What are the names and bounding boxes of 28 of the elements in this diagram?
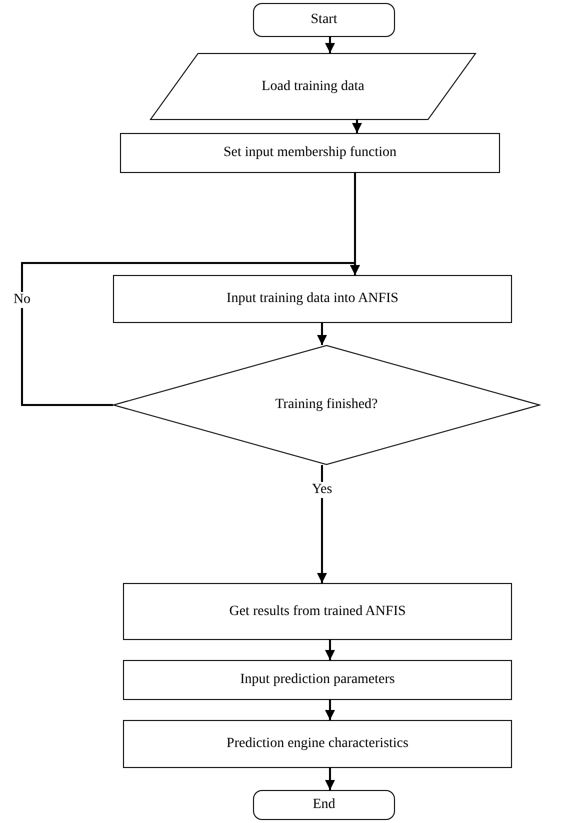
node-label: Get results from trained ANFIS	[229, 604, 406, 620]
process-box	[123, 583, 512, 640]
terminal-box	[253, 3, 395, 37]
node-label: Prediction engine characteristics	[226, 736, 408, 752]
process-box	[123, 660, 512, 700]
node-label: Set input membership function	[223, 145, 397, 161]
arrow	[21, 262, 360, 406]
arrow	[325, 37, 335, 53]
decision-diamond	[113, 345, 540, 465]
edge-label: No	[11, 292, 33, 308]
edge-label: Yes	[310, 482, 334, 498]
arrow	[325, 640, 335, 660]
node-label: Training finished?	[275, 397, 378, 413]
process-box	[123, 720, 512, 768]
arrow	[317, 323, 327, 345]
arrow	[352, 120, 362, 133]
node-label: Start	[310, 12, 338, 28]
node-label: Load training data	[262, 78, 364, 94]
terminal-box	[253, 790, 395, 820]
input-parallelogram	[150, 53, 476, 120]
node-label: Input training data into ANFIS	[226, 291, 398, 307]
arrow	[325, 768, 335, 790]
arrow	[325, 700, 335, 720]
process-box	[113, 275, 512, 323]
arrow	[317, 465, 327, 583]
node-label: End	[312, 797, 336, 813]
process-box	[120, 133, 500, 173]
node-label: Input prediction parameters	[240, 672, 395, 688]
